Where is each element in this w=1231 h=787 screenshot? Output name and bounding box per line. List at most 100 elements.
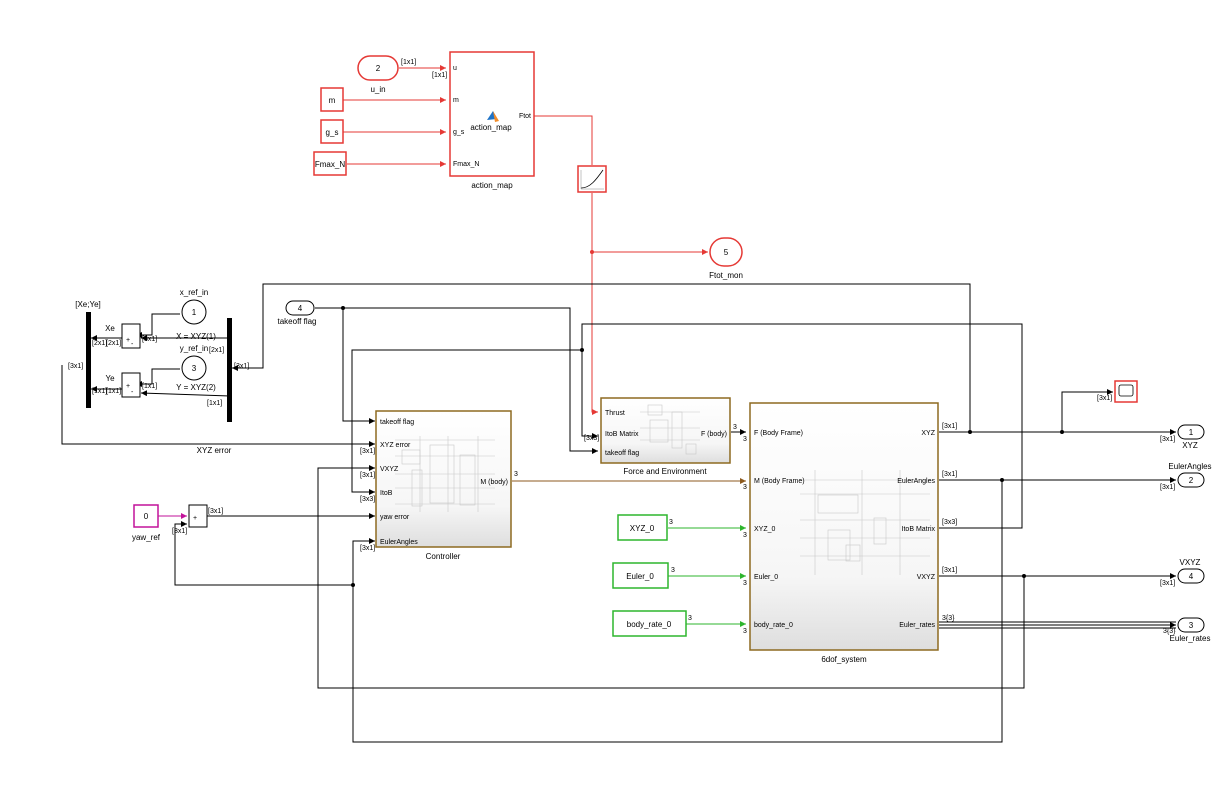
svg-text:VXYZ: VXYZ — [917, 574, 936, 581]
m-constant[interactable]: m — [320, 87, 344, 112]
matlab-function-icon — [487, 111, 499, 122]
svg-text:+: + — [126, 383, 130, 390]
svg-text:M (Body Frame): M (Body Frame) — [754, 478, 805, 485]
svg-text:F (body): F (body) — [701, 431, 727, 438]
mux-bar[interactable] — [86, 312, 91, 408]
svg-text:XYZ error: XYZ error — [380, 442, 411, 449]
euler-rates-output-port[interactable]: 3 Euler_rates — [1170, 617, 1211, 643]
svg-text:3: 3 — [743, 628, 747, 635]
svg-text:[2x1]: [2x1] — [209, 347, 224, 354]
svg-text:+: + — [193, 515, 197, 522]
svg-text:Fmax_N: Fmax_N — [453, 161, 479, 168]
ftot-mon-port[interactable]: 5 Ftot_mon — [709, 237, 743, 280]
eulerangles-output-port[interactable]: 2 EulerAngles — [1168, 462, 1212, 488]
svg-text:[3x1]: [3x1] — [942, 567, 957, 574]
svg-text:4: 4 — [1189, 572, 1194, 581]
ye-sum-block[interactable]: + - — [121, 372, 141, 398]
euler0-constant[interactable]: Euler_0 — [612, 562, 669, 589]
svg-text:takeoff flag: takeoff flag — [605, 450, 639, 457]
svg-text:3{3}: 3{3} — [1163, 628, 1176, 635]
saturation-lookup-block[interactable] — [577, 165, 607, 193]
yaw-ref-constant[interactable]: 0 yaw_ref — [132, 504, 161, 542]
svg-text:3: 3 — [1189, 621, 1194, 630]
svg-text:2: 2 — [376, 64, 381, 73]
svg-text:Thrust: Thrust — [605, 410, 625, 417]
demux-bar[interactable] — [227, 318, 232, 422]
svg-text:-: - — [131, 341, 134, 348]
action-map-label: action_map — [471, 181, 513, 190]
u-in-port[interactable]: 2 u_in — [357, 55, 399, 94]
svg-text:[3x1]: [3x1] — [68, 363, 83, 370]
xyz0-constant[interactable]: XYZ_0 — [617, 514, 668, 541]
force-environment-subsystem[interactable]: Thrust ItoB Matrix takeoff flag F (body)… — [600, 397, 731, 476]
svg-text:[2x1]: [2x1] — [106, 340, 121, 347]
svg-text:3: 3 — [743, 484, 747, 491]
svg-text:takeoff flag: takeoff flag — [380, 419, 414, 426]
svg-text:[3x1]: [3x1] — [142, 336, 157, 343]
xyz-output-label: XYZ — [1182, 441, 1198, 450]
takeoff-flag-port[interactable]: 4 takeoff flag — [278, 300, 317, 326]
svg-text:g_s: g_s — [326, 128, 339, 137]
svg-text:XYZ: XYZ — [921, 430, 935, 437]
svg-text:5: 5 — [724, 248, 729, 257]
svg-text:4: 4 — [298, 304, 303, 313]
svg-text:3: 3 — [671, 567, 675, 574]
x-ref-in-port[interactable]: 1 x_ref_in — [180, 288, 208, 325]
svg-text:[3x3]: [3x3] — [360, 496, 375, 503]
yaw-sum-block[interactable]: + — [188, 504, 208, 528]
svg-text:3: 3 — [669, 519, 673, 526]
svg-text:F (Body Frame): F (Body Frame) — [754, 430, 803, 437]
force-inner-preview — [640, 404, 700, 455]
svg-text:ItoB Matrix: ItoB Matrix — [605, 431, 639, 438]
ye-label: Ye — [105, 374, 115, 383]
signal-dimension-labels: [1x1] [1x1] [2x1] [2x1] [2x1] [3x1] [3x1… — [68, 59, 1176, 635]
eulerangles-output-label: EulerAngles — [1168, 462, 1211, 471]
svg-text:Fmax_N: Fmax_N — [315, 160, 345, 169]
x-ref-in-label: x_ref_in — [180, 288, 208, 297]
fmax-constant[interactable]: Fmax_N — [313, 151, 347, 176]
svg-text:[1x1]: [1x1] — [106, 388, 121, 395]
svg-text:ItoB Matrix: ItoB Matrix — [902, 526, 936, 533]
yaw-ref-label: yaw_ref — [132, 533, 161, 542]
svg-text:3{3}: 3{3} — [942, 615, 955, 622]
svg-text:[3x1]: [3x1] — [942, 471, 957, 478]
svg-text:g_s: g_s — [453, 129, 465, 136]
xe-sum-block[interactable]: + - — [121, 323, 141, 349]
svg-text:[3x1]: [3x1] — [1160, 484, 1175, 491]
svg-text:[1x1]: [1x1] — [142, 383, 157, 390]
xyz-error-label: XYZ error — [197, 446, 232, 455]
y-select-label: Y = XYZ(2) — [176, 383, 216, 392]
svg-text:m: m — [329, 96, 336, 105]
euler-rates-output-label: Euler_rates — [1170, 634, 1211, 643]
vxyz-output-port[interactable]: 4 VXYZ — [1177, 558, 1205, 584]
svg-text:+: + — [126, 337, 130, 344]
bodyrate0-constant[interactable]: body_rate_0 — [612, 610, 687, 637]
svg-text:[3x1]: [3x1] — [1160, 436, 1175, 443]
u-in-label: u_in — [370, 85, 385, 94]
xyz-output-port[interactable]: 1 XYZ — [1177, 424, 1205, 450]
svg-text:2: 2 — [1189, 476, 1194, 485]
svg-text:3: 3 — [743, 580, 747, 587]
svg-text:3: 3 — [743, 532, 747, 539]
svg-text:[3x1]: [3x1] — [360, 448, 375, 455]
scope-block[interactable] — [1114, 380, 1138, 403]
controller-subsystem[interactable]: takeoff flag XYZ error VXYZ ItoB yaw err… — [375, 410, 512, 561]
sixdof-system-subsystem[interactable]: F (Body Frame) M (Body Frame) XYZ_0 Eule… — [749, 402, 939, 664]
svg-text:[1x1]: [1x1] — [92, 388, 107, 395]
y-ref-in-port[interactable]: 3 y_ref_in — [180, 344, 208, 381]
mux-label: [Xe;Ye] — [75, 300, 101, 309]
x-select-label: X = XYZ(1) — [176, 332, 216, 341]
svg-text:[3x1]: [3x1] — [234, 363, 249, 370]
svg-text:3: 3 — [733, 424, 737, 431]
svg-text:body_rate_0: body_rate_0 — [754, 622, 793, 629]
svg-text:Euler_0: Euler_0 — [626, 572, 654, 581]
svg-text:3: 3 — [743, 436, 747, 443]
svg-text:[3x1]: [3x1] — [942, 423, 957, 430]
svg-text:0: 0 — [144, 512, 149, 521]
svg-text:m: m — [453, 97, 459, 104]
svg-text:Euler_rates: Euler_rates — [899, 622, 935, 629]
g-s-constant[interactable]: g_s — [320, 119, 344, 144]
action-map-block[interactable]: u m g_s Fmax_N Ftot action_map action_ma… — [449, 51, 535, 190]
svg-text:action_map: action_map — [470, 123, 512, 132]
